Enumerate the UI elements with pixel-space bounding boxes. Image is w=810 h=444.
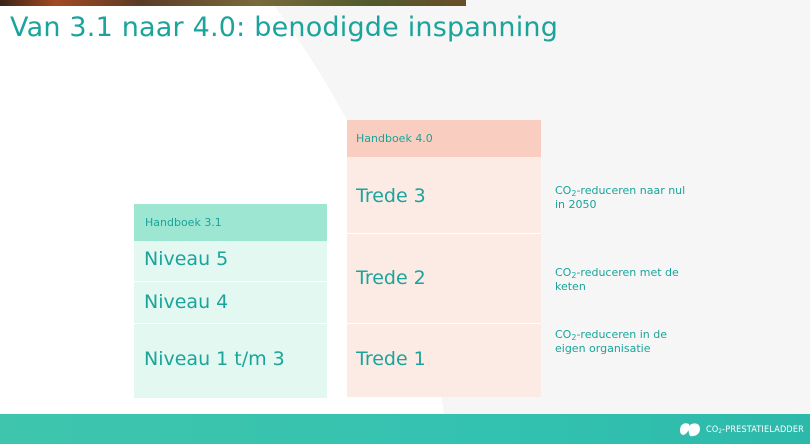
description-text: -reduceren in de eigen organisatie <box>555 328 668 355</box>
co2-subscript: 2 <box>571 189 577 198</box>
logo-subscript: 2 <box>718 427 723 435</box>
co2-prestatieladder-logo: CO2-PRESTATIELADDER <box>678 421 804 438</box>
handboek-40-header: Handboek 4.0 <box>347 120 541 157</box>
trede-3-cell: Trede 3 <box>347 157 541 234</box>
leaf-logo-icon <box>680 423 701 437</box>
footer-bar: CO2-PRESTATIELADDER <box>0 414 810 444</box>
description-text: -reduceren naar nul in 2050 <box>555 184 686 211</box>
trede-3-description: CO2-reduceren naar nul in 2050 <box>555 184 690 212</box>
co2-subscript: 2 <box>571 333 577 342</box>
niveau-5-cell: Niveau 5 <box>134 241 327 282</box>
logo-wordmark: CO2-PRESTATIELADDER <box>706 425 804 435</box>
trede-1-cell: Trede 1 <box>347 324 541 397</box>
handboek-31-column: Handboek 3.1 Niveau 5 Niveau 4 Niveau 1 … <box>134 204 327 398</box>
niveau-1-3-cell: Niveau 1 t/m 3 <box>134 324 327 398</box>
trede-2-description: CO2-reduceren met de keten <box>555 266 690 294</box>
logo-suffix: -PRESTATIELADDER <box>722 424 804 435</box>
handboek-31-header: Handboek 3.1 <box>134 204 327 241</box>
handboek-40-column: Handboek 4.0 Trede 3 Trede 2 Trede 1 <box>347 120 541 397</box>
logo-prefix: CO <box>706 424 719 435</box>
description-text: -reduceren met de keten <box>555 266 679 293</box>
co2-prefix: CO <box>555 184 572 197</box>
niveau-4-cell: Niveau 4 <box>134 282 327 324</box>
co2-prefix: CO <box>555 266 572 279</box>
trede-2-cell: Trede 2 <box>347 234 541 324</box>
co2-prefix: CO <box>555 328 572 341</box>
co2-subscript: 2 <box>571 271 577 280</box>
header-photo-strip <box>0 0 466 6</box>
slide-title: Van 3.1 naar 4.0: benodigde inspanning <box>10 12 559 43</box>
trede-1-description: CO2-reduceren in de eigen organisatie <box>555 328 690 356</box>
